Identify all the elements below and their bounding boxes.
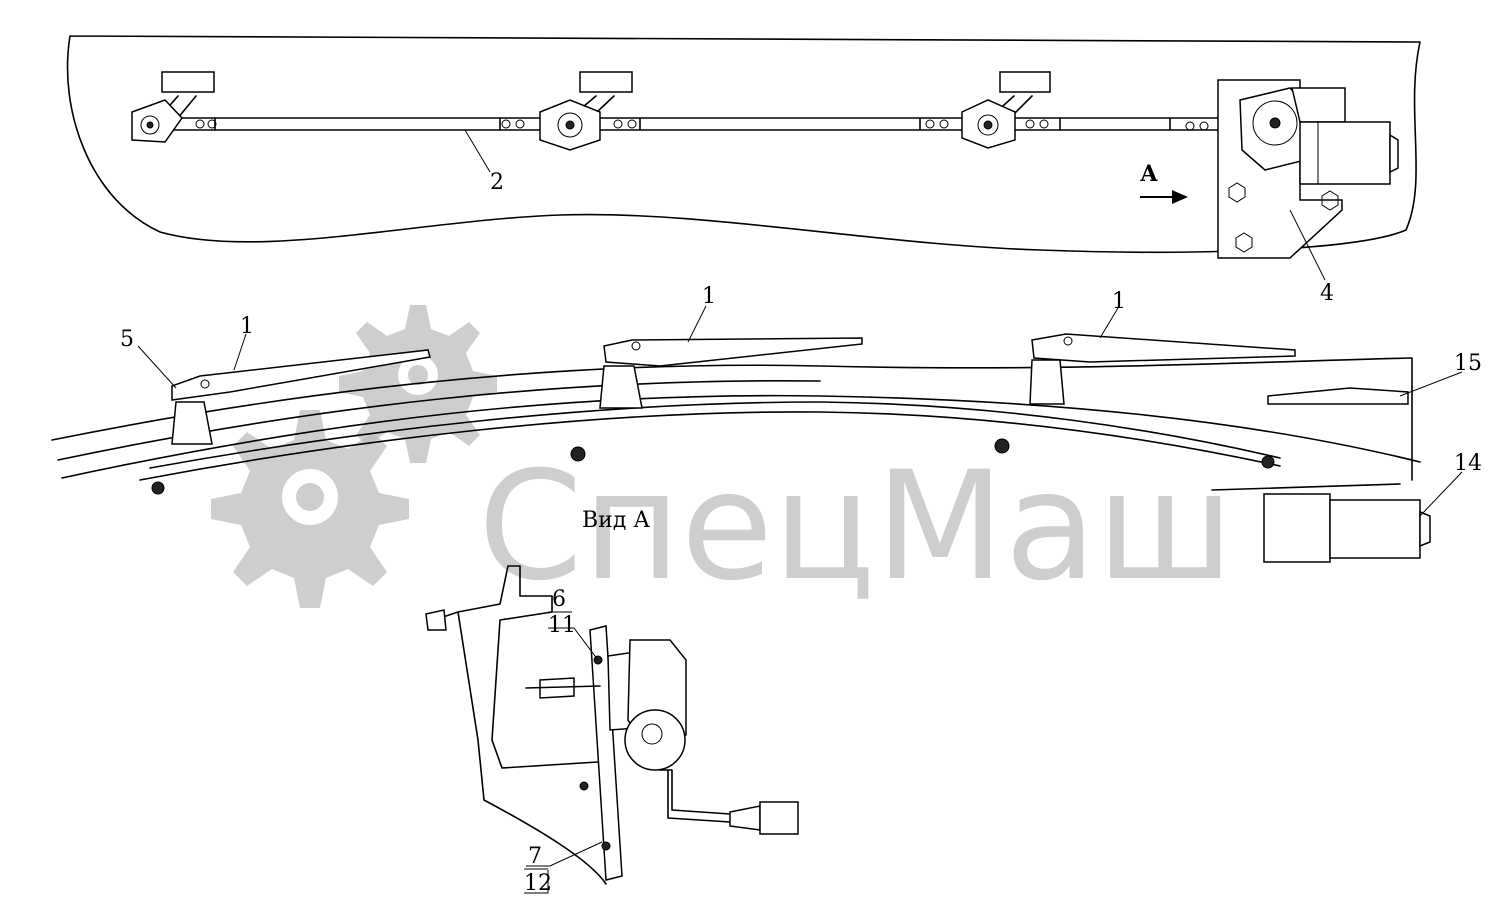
callout-7: 7 (528, 844, 542, 869)
callout-2: 2 (490, 170, 504, 195)
wiper-pivot-1 (131, 71, 217, 143)
leader-2 (464, 129, 491, 173)
callout-1b: 1 (702, 284, 716, 309)
callout-labels: 2 4 5 1 1 1 15 14 6 11 7 12 (120, 170, 1482, 896)
leader-7 (526, 841, 603, 867)
callout-12: 12 (524, 871, 552, 896)
callout-15: 15 (1454, 351, 1482, 376)
linkage-upper (149, 401, 1281, 469)
wiper-arm-2 (570, 337, 863, 462)
wiper-blade-15 (1267, 387, 1409, 405)
view-arrow: А (1140, 161, 1188, 204)
wiper-arm-3 (994, 333, 1296, 454)
view-a-bracket (439, 565, 607, 885)
watermark-text: СпецМаш (478, 440, 1234, 614)
view-arrow-label: А (1140, 161, 1158, 187)
leader-14 (1419, 471, 1463, 517)
view-a-label: Вид А (582, 508, 650, 533)
leader-11 (548, 627, 599, 661)
linkage-rod-1 (149, 117, 561, 131)
callout-14: 14 (1454, 451, 1482, 476)
leader-1a (233, 333, 247, 371)
callout-11: 11 (548, 613, 576, 638)
callout-5: 5 (120, 327, 134, 352)
wiper-motor (1239, 87, 1399, 185)
view-a-cable (659, 769, 731, 815)
side-view (51, 305, 1463, 563)
linkage-rod-2 (589, 117, 986, 131)
wiper-pivot-3 (925, 71, 1051, 149)
leader-1c (1099, 307, 1119, 339)
leader-15 (1399, 371, 1463, 397)
windshield-frame (51, 357, 1421, 481)
top-view: А (66, 35, 1421, 281)
wiper-pivot-2 (501, 71, 637, 151)
view-a-plate (589, 625, 623, 881)
linkage-rod-3 (999, 117, 1231, 131)
linkage-lower (139, 411, 1281, 481)
wiper-motor-side (1211, 455, 1431, 563)
callout-1a: 1 (240, 314, 254, 339)
wiper-arm-1 (151, 349, 431, 495)
callout-4: 4 (1320, 281, 1334, 306)
leader-1b (687, 305, 707, 343)
leader-5 (137, 345, 177, 389)
view-a-motor-end (624, 709, 686, 771)
leader-4 (1289, 209, 1326, 281)
roof-panel-outline (66, 35, 1421, 254)
view-a: Вид А (425, 508, 799, 885)
view-a-connector (759, 801, 799, 835)
callout-1c: 1 (1112, 289, 1126, 314)
callout-6: 6 (552, 587, 566, 612)
